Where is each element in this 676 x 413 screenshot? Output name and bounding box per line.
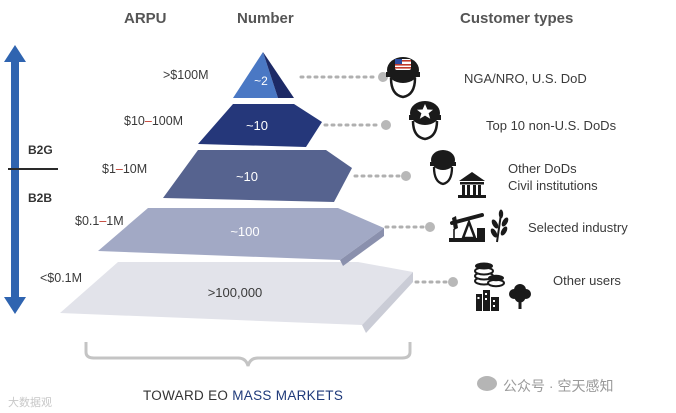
- footer-caption: TOWARD EO MASS MARKETS: [143, 388, 344, 403]
- oil-pump-and-crop-icon: [449, 209, 509, 243]
- arpu-label-tier-1: >$100M: [163, 68, 209, 82]
- segment-divider: [8, 168, 58, 170]
- pyramid-tier-2: [198, 104, 322, 147]
- pyramid-tier-3: [163, 150, 352, 202]
- number-label-tier-5: >100,000: [207, 285, 263, 300]
- bottom-brace: [84, 342, 412, 367]
- watermark-left: 大数据观: [8, 397, 52, 409]
- arpu-header: ARPU: [124, 10, 167, 27]
- arpu-label-tier-2: $10–100M: [124, 114, 184, 128]
- customer-label-tier-3: Other DoDs Civil institutions: [508, 161, 598, 193]
- arpu-label-tier-3: $1–10M: [102, 162, 148, 176]
- number-header: Number: [237, 10, 294, 27]
- customer-label-tier-5: Other users: [553, 273, 621, 288]
- customer-label-tier-2: Top 10 non-U.S. DoDs: [486, 118, 617, 133]
- number-label-tier-2: ~10: [245, 118, 269, 133]
- number-label-tier-1: ~2: [254, 74, 268, 88]
- connector-tier-5: [414, 277, 458, 287]
- soldier-helmet-us-flag-icon: [386, 57, 420, 99]
- pyramid-tier-5: [60, 262, 413, 333]
- connector-tier-4: [384, 222, 435, 232]
- connector-tier-1: [299, 72, 388, 82]
- pyramid-tier-4: [98, 208, 384, 266]
- arpu-label-tier-4: $0.1–1M: [75, 214, 124, 228]
- watermark-right: 公众号 · 空天感知: [503, 378, 614, 394]
- soldier-helmet-star-icon: [409, 101, 441, 141]
- b2g-label: B2G: [28, 143, 53, 157]
- coins-city-tree-icon: [474, 262, 531, 311]
- arpu-label-tier-5: <$0.1M: [40, 271, 83, 285]
- pyramid-tier-1: [233, 52, 294, 98]
- customer-label-tier-1: NGA/NRO, U.S. DoD: [464, 71, 587, 86]
- number-label-tier-3: ~10: [235, 169, 259, 184]
- connector-tier-2: [323, 120, 391, 130]
- helmet-and-institution-icon: [430, 150, 486, 198]
- wechat-logo-icon: [477, 376, 497, 391]
- customer-types-header: Customer types: [460, 10, 574, 27]
- connector-tier-3: [353, 171, 411, 181]
- b2b-label: B2B: [28, 191, 53, 205]
- vertical-scale-arrow: [4, 45, 26, 314]
- customer-label-tier-4: Selected industry: [528, 220, 628, 235]
- number-label-tier-4: ~100: [230, 224, 260, 239]
